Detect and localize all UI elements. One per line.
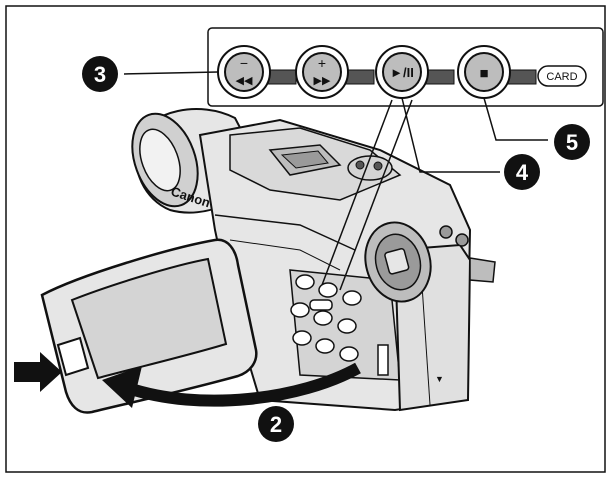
callout-2: 2	[258, 406, 294, 442]
stop-button[interactable]: ■	[457, 45, 511, 99]
lcd-panel	[40, 238, 258, 414]
rewind-minus: −	[240, 55, 248, 71]
fast-forward-button[interactable]: + ▶▶	[295, 45, 349, 99]
camcorder-body: Canon ▼	[131, 108, 496, 412]
playback-button-panel: − ◀◀ + ▶▶ ►/II ■ CARD	[207, 27, 604, 107]
push-arrow-icon	[14, 352, 62, 392]
lcd-latch	[377, 344, 389, 376]
lcd-screen	[70, 257, 228, 380]
viewfinder-window	[384, 248, 410, 275]
rewind-icon: ◀◀	[236, 75, 253, 87]
card-label-text: CARD	[546, 71, 577, 83]
swing-arrow-icon	[126, 362, 361, 407]
rewind-button[interactable]: − ◀◀	[217, 45, 271, 99]
fast-forward-plus: +	[318, 55, 326, 71]
card-label: CARD	[537, 65, 587, 87]
svg-text:2: 2	[270, 412, 282, 437]
svg-text:3: 3	[94, 62, 106, 87]
svg-text:▼: ▼	[435, 374, 444, 384]
callout-3: 3	[82, 56, 118, 92]
rear-button-cluster	[290, 274, 362, 362]
lcd-hinge-tab	[56, 336, 90, 377]
callout-5: 5	[554, 124, 590, 160]
stop-icon: ■	[479, 65, 488, 82]
fast-forward-icon: ▶▶	[314, 75, 331, 87]
play-pause-button[interactable]: ►/II	[375, 45, 429, 99]
svg-text:4: 4	[516, 160, 529, 185]
lens-glass	[139, 128, 181, 192]
leader-lines	[123, 71, 548, 291]
callout-4: 4	[504, 154, 540, 190]
play-pause-icon: ►/II	[390, 65, 414, 80]
svg-text:5: 5	[566, 130, 578, 155]
